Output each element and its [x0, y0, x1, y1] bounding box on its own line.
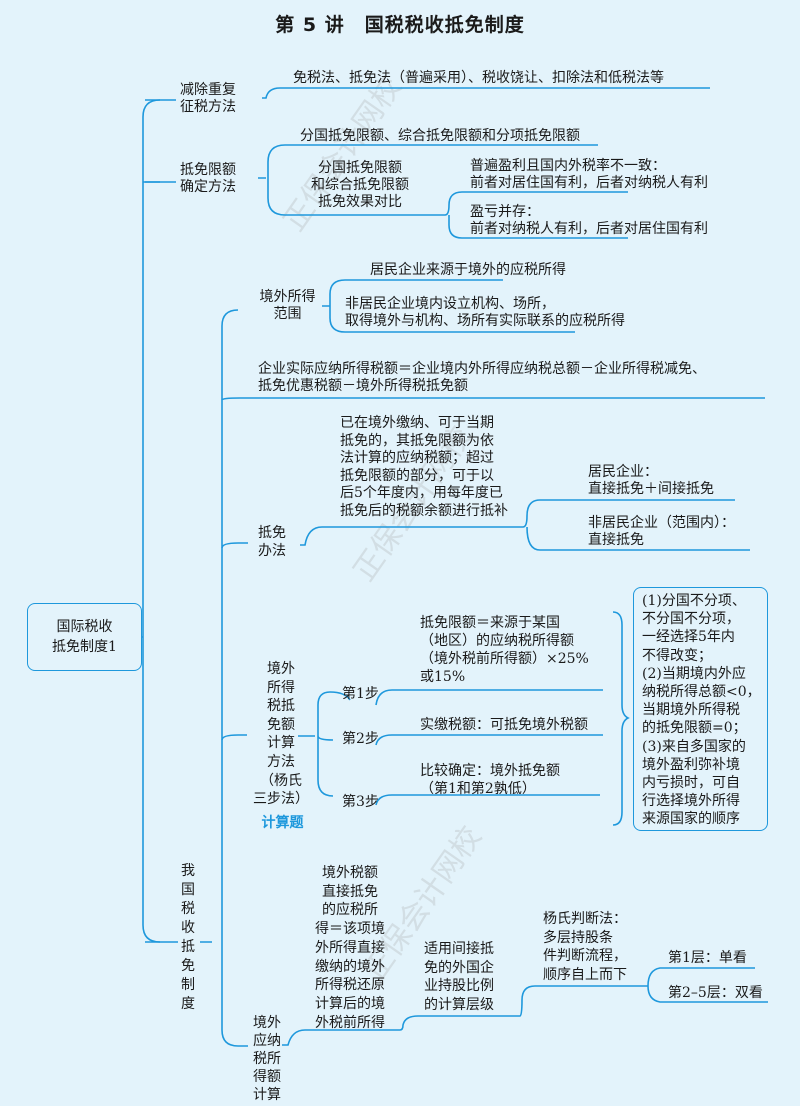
step-3-label: 第3步	[342, 794, 379, 810]
step-1-label: 第1步	[342, 686, 379, 702]
double-tax-relief-content: 免税法、抵免法（普遍采用）、税收饶让、扣除法和低税法等	[293, 70, 664, 86]
calculation-note-box: (1)分国不分项、 不分国不分项， 一经选择5年内 不得改变； (2)当期境内外…	[633, 587, 768, 831]
node-double-tax-relief: 减除重复 征税方法	[180, 82, 236, 115]
tax-formula: 企业实际应纳所得税额＝企业境内外所得应纳税总额－企业所得税减免、 抵免优惠税额－…	[258, 361, 706, 394]
indirect-credit-level: 适用间接抵 免的外国企 业持股比例 的计算层级	[424, 941, 494, 1013]
comparison-case-1: 普遍盈利且国内外税率不一致： 前者对居住国有利，后者对纳税人有利	[470, 158, 708, 191]
node-taxable-income: 境外 应纳 税所 得额 计算	[253, 1015, 281, 1103]
node-scope: 境外所得 范围	[259, 289, 316, 322]
node-credit-calculation: 境外 所得 税抵 免额 计算 方法 （杨氏 三步法）	[253, 661, 309, 808]
page-title: 第 5 讲 国税税收抵免制度	[275, 14, 525, 36]
node-credit-method: 抵免 办法	[258, 525, 286, 559]
yang-method: 杨氏判断法： 多层持股条 件判断流程， 顺序自上而下	[543, 911, 627, 983]
step-3-text: 比较确定：境外抵免额 （第1和第2孰低）	[420, 763, 560, 797]
comparison-case-2: 盈亏并存： 前者对纳税人有利，后者对居住国有利	[470, 204, 708, 237]
method-nonresident: 非居民企业（范围内）： 直接抵免	[588, 515, 735, 548]
step-2-label: 第2步	[342, 731, 379, 747]
step-1-text: 抵免限额＝来源于某国 （地区）的应纳税所得额 （境外税前所得额）×25% 或15…	[420, 615, 589, 685]
direct-credit-income: 境外税额 直接抵免 的应税所 得＝该项境 外所得直接 缴纳的境外 所得税还原 计…	[315, 865, 385, 1031]
node-china-system: 我 国 税 收 抵 免 制 度	[181, 863, 195, 1012]
step-2-text: 实缴税额：可抵免境外税额	[420, 717, 588, 733]
credit-limit-comparison: 分国抵免限额 和综合抵免限额 抵免效果对比	[311, 160, 409, 210]
scope-item-1: 居民企业来源于境外的应税所得	[370, 262, 566, 278]
scope-item-2: 非居民企业境内设立机构、场所， 取得境外与机构、场所有实际联系的应税所得	[345, 296, 625, 329]
calc-question-tag: 计算题	[261, 815, 304, 831]
credit-limit-types: 分国抵免限额、综合抵免限额和分项抵免限额	[300, 128, 580, 144]
layer-1: 第1层：单看	[668, 950, 747, 966]
credit-method-desc: 已在境外缴纳、可于当期 抵免的，其抵免限额为依 法计算的应纳税额；超过 抵免限额…	[340, 415, 508, 519]
node-credit-limit: 抵免限额 确定方法	[180, 162, 236, 195]
method-resident: 居民企业： 直接抵免＋间接抵免	[588, 464, 714, 497]
layer-2-5: 第2–5层：双看	[668, 985, 763, 1001]
root-node: 国际税收 抵免制度1	[27, 603, 142, 671]
